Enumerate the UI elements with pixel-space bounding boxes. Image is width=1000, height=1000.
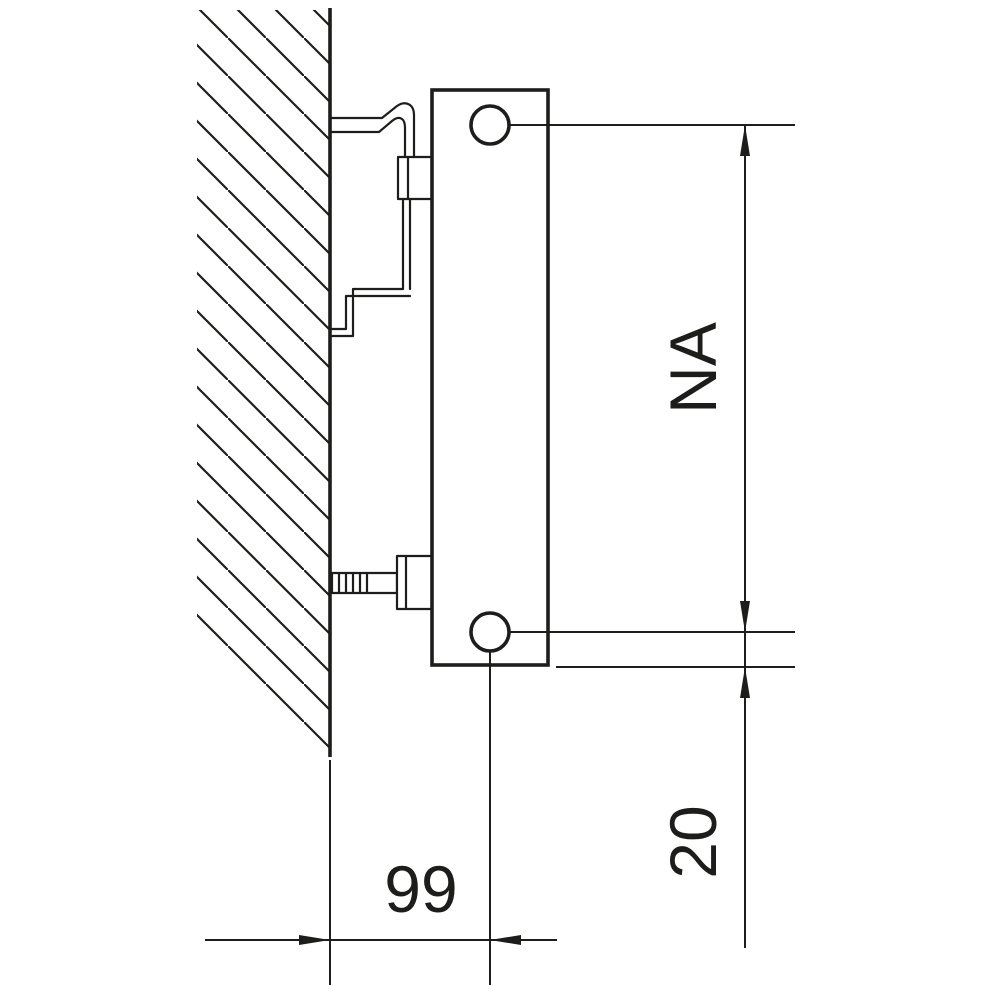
arrowhead-up-icon <box>740 667 750 698</box>
bracket-foot-inner <box>329 294 412 331</box>
arrowhead-right-icon <box>299 935 330 945</box>
hub-distance-label: NA <box>656 322 730 414</box>
bottom-offset-label: 20 <box>656 805 730 878</box>
arrowhead-down-icon <box>740 601 750 632</box>
wall-hatching <box>197 10 330 757</box>
bracket-hook-outer <box>328 102 416 159</box>
bracket-hook-inner <box>328 116 407 159</box>
bracket-clamp-block <box>396 155 434 201</box>
bracket-foot-outer <box>329 287 405 338</box>
wall-distance-label: 99 <box>384 852 457 926</box>
top-pipe-port <box>469 104 511 146</box>
arrowhead-up-icon <box>740 125 750 156</box>
threaded-rod <box>330 571 399 595</box>
radiator-body <box>430 88 550 667</box>
adjuster-block <box>395 554 434 611</box>
arrowhead-left-icon <box>490 935 521 945</box>
bottom-pipe-port <box>469 611 511 653</box>
